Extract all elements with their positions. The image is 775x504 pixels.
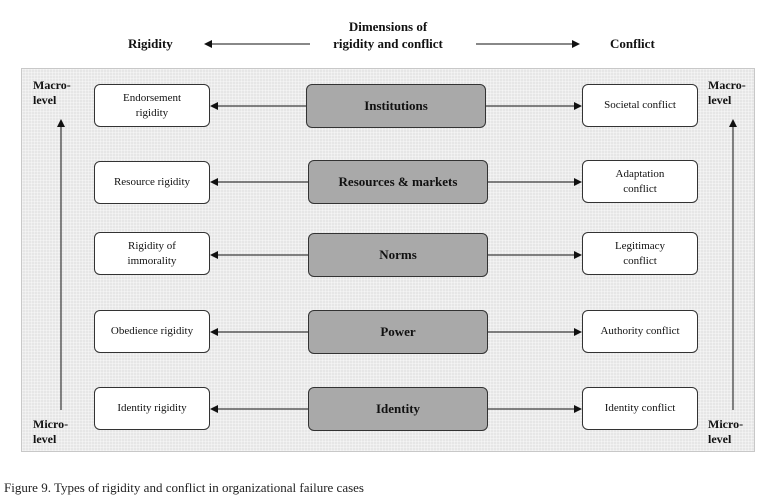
- conflict-header: Conflict: [610, 36, 655, 51]
- dimension-box-institutions: Institutions: [306, 84, 486, 128]
- rigidity-box-resources: Resource rigidity: [94, 161, 210, 204]
- dimension-box-identity: Identity: [308, 387, 488, 431]
- left-macro-level-label: Macro-level: [33, 78, 71, 107]
- conflict-box-institutions: Societal conflict: [582, 84, 698, 127]
- left-micro-level-label: Micro-level: [33, 417, 69, 446]
- conflict-box-identity: Identity conflict: [582, 387, 698, 430]
- dimensions-header-line1: Dimensions of: [348, 19, 428, 34]
- dimension-box-power: Power: [308, 310, 488, 354]
- dimension-box-norms: Norms: [308, 233, 488, 277]
- right-macro-level-label: Macro-level: [708, 78, 746, 107]
- figure-caption: Figure 9. Types of rigidity and conflict…: [4, 480, 364, 495]
- dimension-box-resources: Resources & markets: [308, 160, 488, 204]
- dimensions-header: Dimensions of rigidity and conflict: [318, 18, 458, 52]
- rigidity-header: Rigidity: [128, 36, 173, 51]
- rigidity-box-power: Obedience rigidity: [94, 310, 210, 353]
- dimensions-header-line2: rigidity and conflict: [333, 36, 443, 51]
- rigidity-box-identity: Identity rigidity: [94, 387, 210, 430]
- conflict-box-authority: Authority conflict: [582, 310, 698, 353]
- right-micro-level-label: Micro-level: [708, 417, 744, 446]
